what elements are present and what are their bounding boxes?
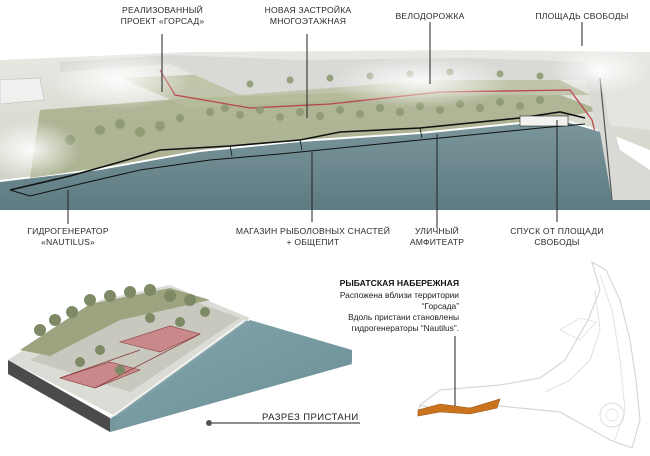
section-label: РАЗРЕЗ ПРИСТАНИ bbox=[262, 412, 359, 423]
label-bike-path: ВЕЛОДОРОЖКА bbox=[395, 11, 465, 21]
fishing-embankment-highlight bbox=[417, 398, 501, 417]
label-gorsad: РЕАЛИЗОВАННЫЙ ПРОЕКТ «ГОРСАД» bbox=[120, 5, 205, 26]
label-hydrogenerator: ГИДРОГЕНЕРАТОР «NAUTILUS» bbox=[27, 226, 109, 247]
green-slope bbox=[30, 92, 600, 178]
map-outline bbox=[418, 260, 641, 449]
label-amphitheatre: УЛИЧНЫЙ АМФИТЕАТР bbox=[409, 226, 465, 247]
label-freedom-square: ПЛОЩАДЬ СВОБОДЫ bbox=[535, 11, 629, 21]
label-fishing-shop: МАГАЗИН РЫБОЛОВНЫХ СНАСТЕЙ + ОБЩЕПИТ bbox=[235, 226, 391, 247]
label-new-building: НОВАЯ ЗАСТРОЙКА МНОГОЭТАЖНАЯ bbox=[264, 5, 352, 26]
iso-trees bbox=[34, 284, 210, 375]
label-descent: СПУСК ОТ ПЛОЩАДИ СВОБОДЫ bbox=[510, 226, 604, 247]
description-text: Распожена вблизи территории “Горсада” Вд… bbox=[339, 290, 459, 333]
section-marker bbox=[206, 420, 212, 426]
trees bbox=[65, 68, 544, 145]
description-title: РЫБАТСКАЯ НАБЕРЕЖНАЯ bbox=[339, 278, 459, 288]
river bbox=[0, 120, 650, 210]
